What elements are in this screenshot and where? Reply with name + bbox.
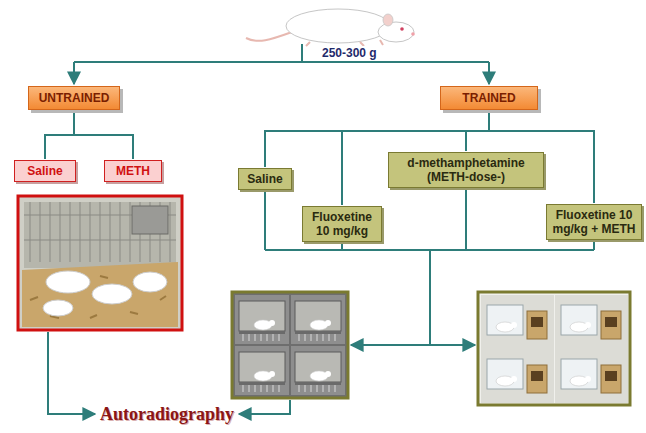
- apparatus-panel: [235, 346, 289, 395]
- cage-photo: [18, 196, 182, 330]
- rat-eye: [400, 27, 404, 31]
- cage-wall: [24, 202, 176, 268]
- merge-line: [593, 240, 595, 250]
- rat-nose: [411, 32, 415, 36]
- node-text: Fluoxetine 10 mg/kg + METH: [551, 208, 637, 236]
- apparatus-panel: [291, 346, 345, 395]
- arrow-to-outcome: [239, 400, 290, 414]
- treatment-box: d-methamphetamine (METH-dose-): [388, 152, 544, 188]
- arrow-untrained: [73, 62, 75, 84]
- photo-frame: [232, 292, 348, 398]
- rat-in-cage: [133, 272, 167, 292]
- node-text: Fluoxetine 10 mg/kg: [307, 210, 377, 238]
- split-line: [74, 44, 489, 62]
- rat-tail: [246, 32, 292, 41]
- treatment-box: Saline: [238, 168, 292, 190]
- arrow-to-outcome: [48, 332, 95, 414]
- branch-connector: [45, 110, 74, 159]
- rat-illustration: [246, 9, 415, 46]
- treatment-box: METH: [104, 160, 162, 182]
- apparatus-photo: [232, 292, 348, 398]
- rat-head: [378, 22, 414, 42]
- merge-line: [429, 250, 431, 345]
- maze-panel: [481, 295, 554, 349]
- treatment-box: Fluoxetine 10 mg/kg + METH: [546, 204, 642, 240]
- rat-body: [286, 9, 390, 43]
- node-text: METH: [109, 164, 157, 178]
- apparatus-panel: [291, 295, 345, 344]
- arrow-to-photo: [430, 344, 475, 346]
- node-text: TRAINED: [447, 91, 531, 105]
- maze-photo: [478, 292, 630, 405]
- weight-label: 250-300 g: [320, 46, 379, 60]
- group-box: UNTRAINED: [28, 86, 120, 110]
- cage-bedding: [22, 262, 178, 327]
- rat-in-cage: [46, 271, 90, 293]
- rat-in-cage: [92, 284, 132, 304]
- treatment-box: Saline: [14, 160, 76, 182]
- merge-line: [341, 242, 343, 250]
- cage-wire: [24, 202, 176, 262]
- treatment-box: Fluoxetine 10 mg/kg: [302, 206, 382, 242]
- maze-panel: [555, 349, 628, 403]
- rat-ear: [383, 14, 393, 26]
- branch-connector: [74, 110, 133, 159]
- photo-frame: [18, 196, 182, 330]
- group-box: TRAINED: [440, 86, 538, 110]
- rat-in-cage: [43, 300, 73, 316]
- node-text: Saline: [243, 172, 287, 186]
- cage-feeder: [132, 206, 168, 234]
- outcome-title: Autoradiography: [98, 403, 236, 425]
- merge-line: [465, 188, 467, 250]
- group-split-lines: [74, 44, 489, 84]
- node-text: d-methamphetamine (METH-dose-): [393, 156, 539, 184]
- maze-panel: [555, 295, 628, 349]
- maze-panel: [481, 349, 554, 403]
- apparatus-panel: [235, 295, 289, 344]
- photo-frame: [478, 292, 630, 405]
- merge-line: [264, 190, 266, 250]
- node-text: Saline: [19, 164, 71, 178]
- arrow-trained: [488, 62, 490, 84]
- arrow-to-photo: [351, 344, 430, 346]
- node-text: UNTRAINED: [35, 91, 113, 105]
- node-text: Autoradiography: [100, 403, 234, 425]
